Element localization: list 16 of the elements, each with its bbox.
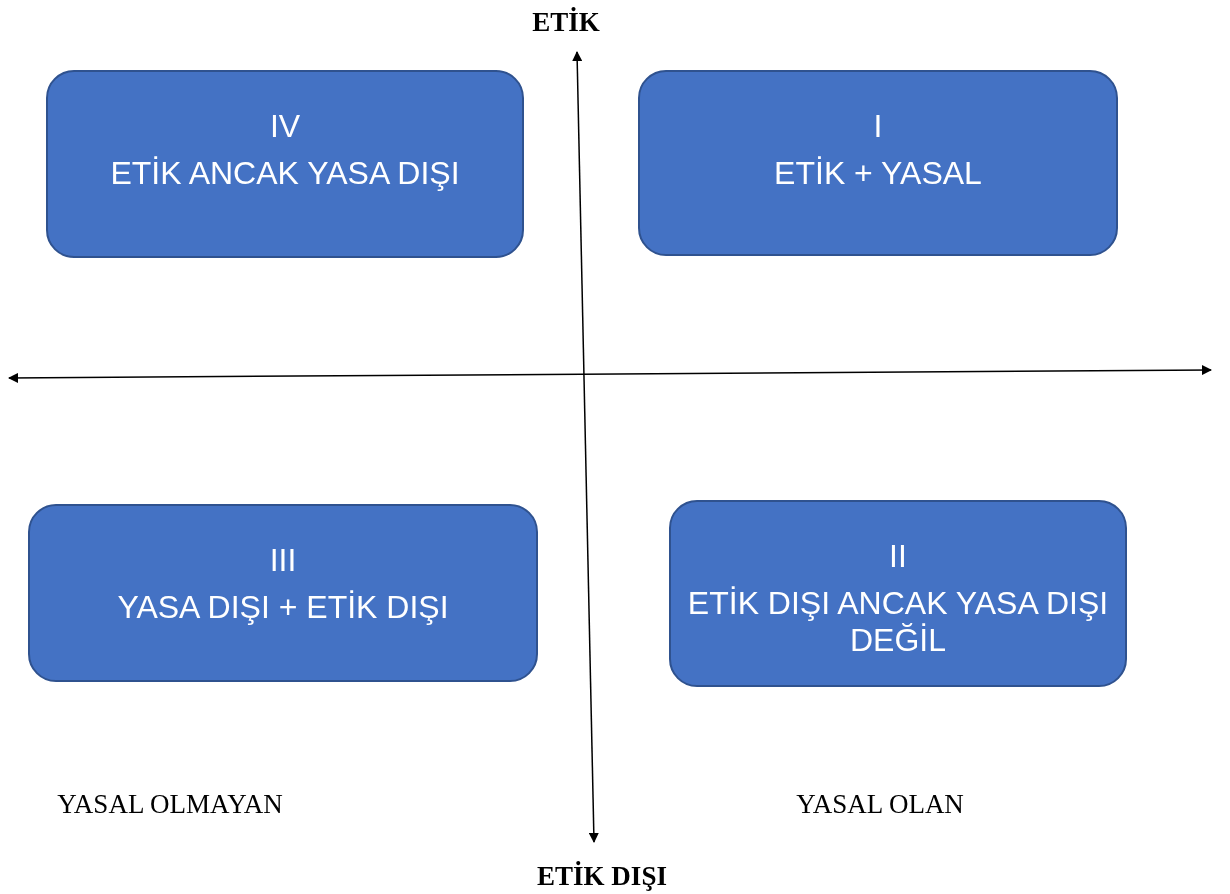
quadrant-label: ETİK DIŞI ANCAK YASA DIŞI DEĞİL [687,584,1109,659]
axis-label: ETİK DIŞI [537,860,667,893]
quadrant-box [638,70,1118,256]
quadrant-label: ETİK + YASAL [774,154,982,192]
quadrant-box [669,500,1127,687]
axis-label: ETİK [532,6,600,39]
quadrant-box [28,504,538,682]
axis-label: YASAL OLAN [796,788,964,821]
quadrant-box [46,70,524,258]
axis-label: YASAL OLMAYAN [57,788,283,821]
quadrant-label: YASA DIŞI + ETİK DIŞI [117,588,449,626]
quadrant-label: ETİK ANCAK YASA DIŞI [110,154,460,192]
roman-numeral: IV [269,108,301,145]
roman-numeral: I [873,108,883,145]
roman-numeral: III [269,542,297,579]
roman-numeral: II [889,538,907,575]
